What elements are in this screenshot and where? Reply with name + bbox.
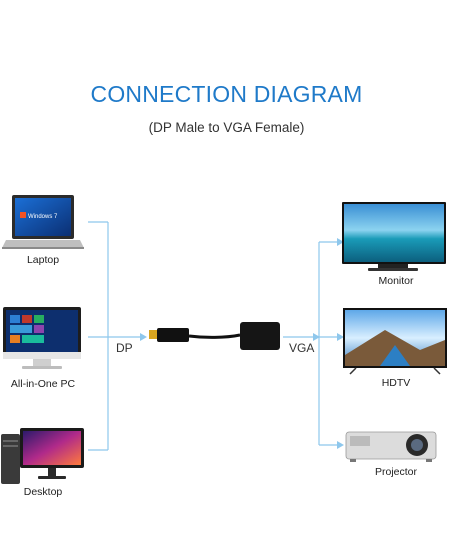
projector-icon <box>345 431 437 462</box>
monitor-icon <box>342 202 446 271</box>
vga-port-label: VGA <box>289 341 315 355</box>
left-connector-lines <box>88 221 140 451</box>
diagram-subtitle: (DP Male to VGA Female) <box>148 120 305 135</box>
hdtv-arrow-icon <box>337 333 344 341</box>
projector-arrow-icon <box>337 441 344 449</box>
hdtv-label: HDTV <box>381 377 411 389</box>
right-connector-lines <box>283 241 337 446</box>
output-arrow-icon <box>313 333 320 341</box>
diagram-title: CONNECTION DIAGRAM <box>90 81 363 107</box>
dp-port-label: DP <box>116 341 133 355</box>
laptop-label: Laptop <box>26 254 60 266</box>
all-in-one-pc-label: All-in-One PC <box>10 378 76 390</box>
projector-label: Projector <box>374 466 417 478</box>
monitor-label: Monitor <box>378 275 414 287</box>
laptop-screen-text: Windows 7 <box>28 214 58 220</box>
desktop-label: Desktop <box>23 486 63 498</box>
all-in-one-pc-icon <box>3 307 81 369</box>
hdtv-icon <box>343 308 447 375</box>
dp-to-vga-adapter-icon <box>149 322 280 350</box>
desktop-pc-icon <box>1 428 84 484</box>
laptop-icon: Windows 7 <box>2 195 84 249</box>
input-arrow-icon <box>140 333 147 341</box>
monitor-arrow-icon <box>337 238 344 246</box>
